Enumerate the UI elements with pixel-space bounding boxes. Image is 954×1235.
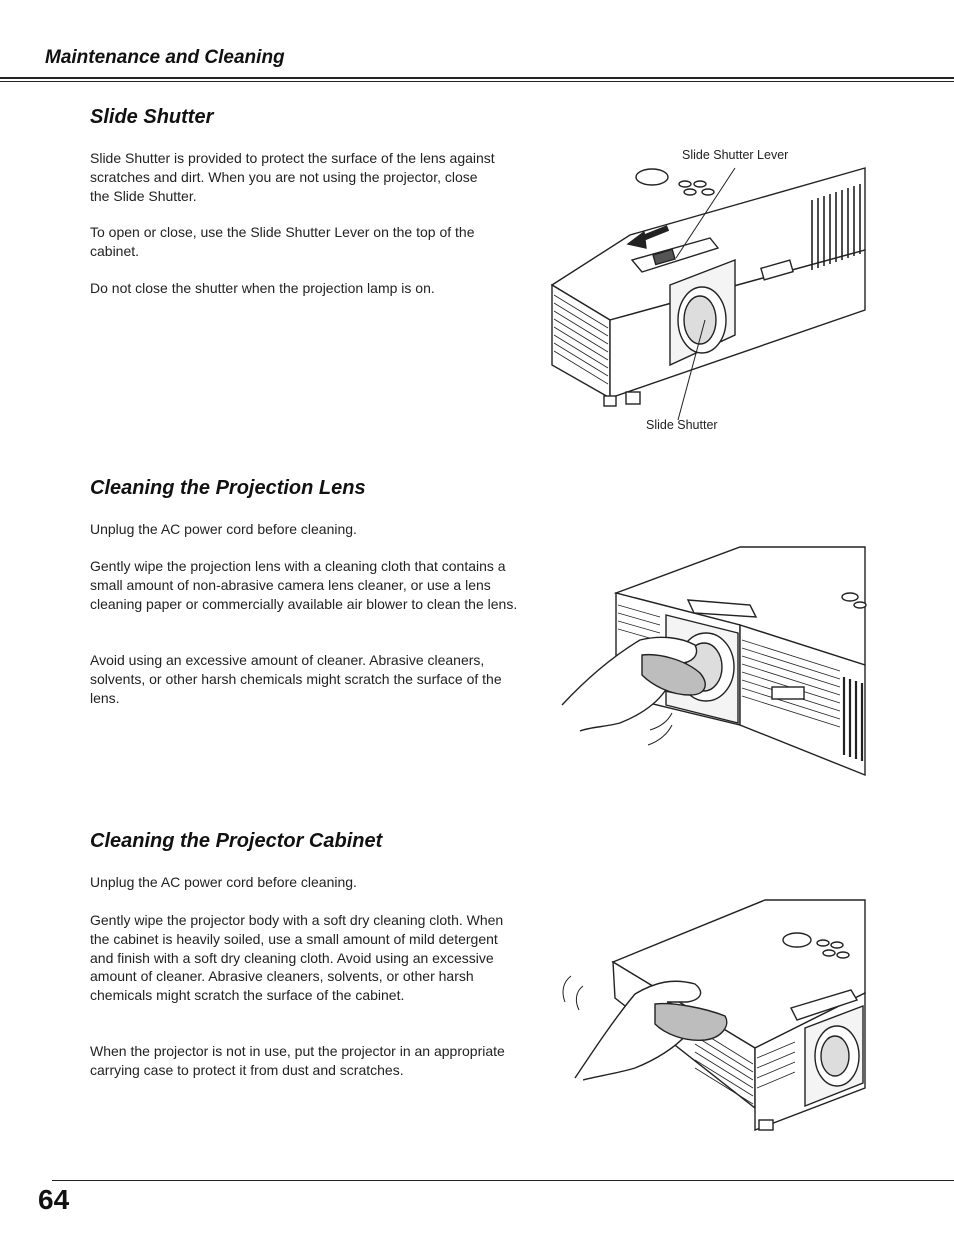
page-header-title: Maintenance and Cleaning <box>45 47 285 68</box>
paragraph: Unplug the AC power cord before cleaning… <box>90 874 357 890</box>
footer-rule <box>52 1180 954 1181</box>
section-title-cleaning-cabinet: Cleaning the Projector Cabinet <box>90 830 383 852</box>
paragraph: When the projector is not in use, put th… <box>90 1043 505 1078</box>
header-rule-thin <box>0 81 954 82</box>
section-title-cleaning-lens: Cleaning the Projection Lens <box>90 477 366 499</box>
page-number: 64 <box>38 1184 70 1215</box>
projector-lens-cleaning-illustration <box>561 546 867 777</box>
paragraph: To open or close, use the Slide Shutter … <box>90 224 475 259</box>
paragraph: Gently wipe the projector body with a so… <box>90 912 504 1004</box>
paragraph: Slide Shutter is provided to protect the… <box>90 150 495 204</box>
projector-slide-shutter-illustration <box>550 167 866 420</box>
label-slide-shutter-lever: Slide Shutter Lever <box>682 148 789 162</box>
paragraph: Do not close the shutter when the projec… <box>90 280 435 296</box>
paragraph: Avoid using an excessive amount of clean… <box>90 652 502 706</box>
label-slide-shutter: Slide Shutter <box>646 418 718 432</box>
projector-cabinet-cleaning-illustration <box>562 899 866 1132</box>
paragraph: Unplug the AC power cord before cleaning… <box>90 521 357 537</box>
paragraph: Gently wipe the projection lens with a c… <box>90 558 518 612</box>
section-title-slide-shutter: Slide Shutter <box>90 106 214 128</box>
header-rule <box>0 77 954 79</box>
